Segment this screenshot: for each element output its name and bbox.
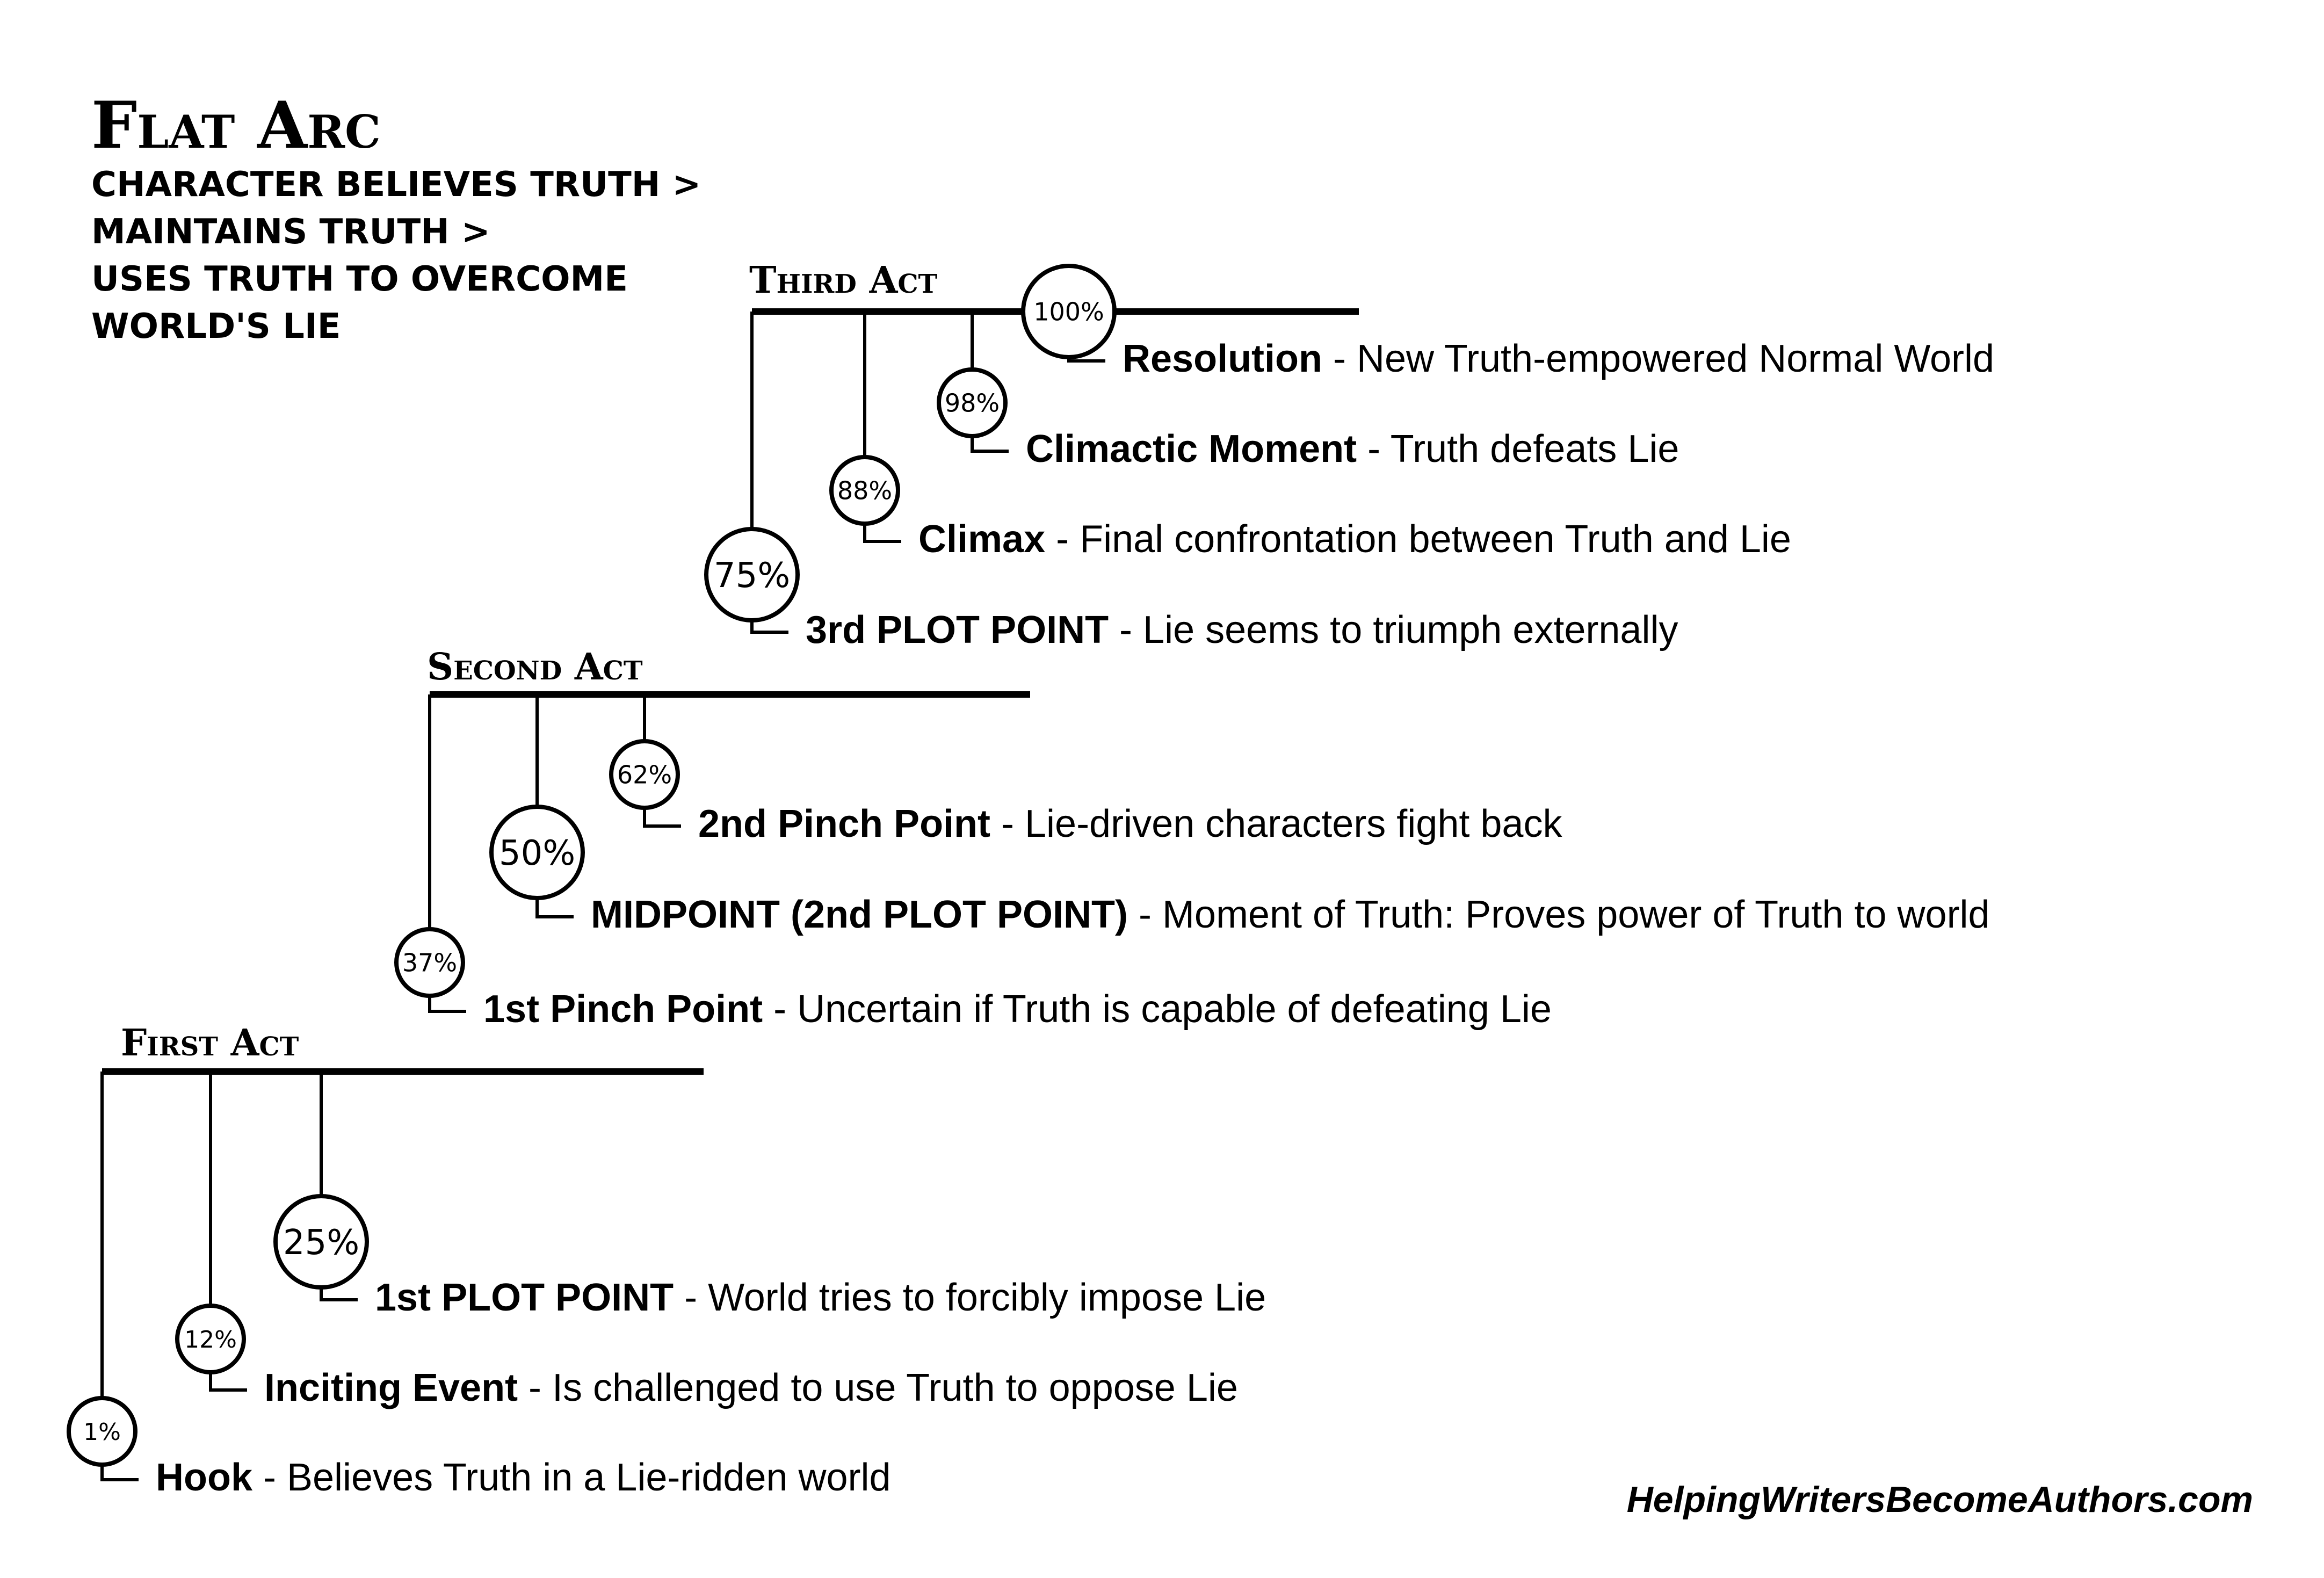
plot-point-text: Climax - Final confrontation between Tru… <box>918 518 1791 561</box>
plot-point-description: - Truth defeats Lie <box>1357 428 1679 470</box>
plot-point-3rd-plot-point: 75% 3rd PLOT POINT - Lie seems to triumph… <box>704 312 1678 652</box>
subtitle-line-4: WORLD'S LIE <box>91 307 341 346</box>
percent-label: 75% <box>714 556 790 596</box>
plot-point-description: - Believes Truth in a Lie-ridden world <box>252 1456 891 1499</box>
plot-point-description: - Is challenged to use Truth to oppose L… <box>518 1366 1238 1409</box>
percent-label: 37% <box>402 949 457 978</box>
connector-elbow <box>320 1287 358 1301</box>
percent-label: 98% <box>945 389 1000 418</box>
percent-circle <box>937 367 1008 438</box>
diagram-title: Flat Arc <box>91 88 381 163</box>
act-label-third-act: Third Act <box>749 259 938 302</box>
plot-point-resolution: 100% Resolution - New Truth-empowered Nor… <box>1021 264 1994 380</box>
plot-point-text: Hook - Believes Truth in a Lie-ridden wo… <box>156 1456 891 1499</box>
percent-circle <box>67 1396 137 1467</box>
plot-point-description: - Uncertain if Truth is capable of defea… <box>763 988 1552 1031</box>
percent-circle <box>489 805 585 900</box>
connector-elbow <box>750 620 788 634</box>
connector-elbow <box>971 436 1009 453</box>
percent-label: 25% <box>283 1223 359 1263</box>
plot-point-1st-plot-point: 25% 1st PLOT POINT - World tries to forci… <box>273 1072 1266 1319</box>
plot-point-name: 1st PLOT POINT <box>375 1276 674 1319</box>
third-act-group: Third Act 75% 3rd PLOT POINT - Lie seems t… <box>704 259 1994 652</box>
percent-label: 50% <box>499 834 575 873</box>
plot-point-description: - World tries to forcibly impose Lie <box>674 1276 1266 1319</box>
percent-label: 1% <box>83 1418 121 1446</box>
plot-point-description: - Lie seems to triumph externally <box>1109 609 1678 652</box>
connector-elbow <box>209 1372 247 1392</box>
plot-point-text: Inciting Event - Is challenged to use Tr… <box>264 1366 1238 1409</box>
percent-label: 100% <box>1033 298 1104 327</box>
percent-circle <box>704 527 800 622</box>
plot-point-hook: 1% Hook - Believes Truth in a Lie-ridden … <box>67 1072 891 1499</box>
percent-circle <box>273 1194 369 1290</box>
plot-point-text: Resolution - New Truth-empowered Normal … <box>1123 337 1994 380</box>
percent-label: 12% <box>184 1326 237 1353</box>
connector-elbow <box>428 996 466 1013</box>
percent-circle <box>829 455 900 526</box>
plot-point-1st-pinch-point: 37% 1st Pinch Point - Uncertain if Truth … <box>394 694 1552 1031</box>
connector-elbow <box>643 808 681 828</box>
act-label-first-act: First Act <box>121 1022 299 1065</box>
plot-point-climactic-moment: 98% Climactic Moment - Truth defeats Lie <box>937 312 1679 470</box>
plot-point-text: MIDPOINT (2nd PLOT POINT) - Moment of Tr… <box>591 893 1990 936</box>
percent-circle <box>1021 264 1117 359</box>
percent-label: 62% <box>617 761 672 790</box>
connector-elbow <box>863 524 901 543</box>
plot-point-name: Resolution <box>1123 337 1322 380</box>
act-label-second-act: Second Act <box>427 646 643 689</box>
plot-point-climax: 88% Climax - Final confrontation between … <box>829 312 1791 561</box>
plot-point-name: 2nd Pinch Point <box>698 802 990 845</box>
subtitle-line-2: mAINTAINS TRUTH > <box>91 212 490 252</box>
plot-point-text: 2nd Pinch Point - Lie-driven characters … <box>698 802 1562 845</box>
plot-point-text: 1st Pinch Point - Uncertain if Truth is … <box>483 988 1552 1031</box>
plot-point-description: - Lie-driven characters fight back <box>990 802 1562 845</box>
percent-circle <box>175 1304 246 1374</box>
second-act-group: Second Act 37% 1st Pinch Point - Uncertain… <box>394 646 1990 1031</box>
plot-point-2nd-pinch-point: 62% 2nd Pinch Point - Lie-driven characte… <box>609 694 1562 845</box>
percent-circle <box>394 927 465 998</box>
plot-point-description: - Final confrontation between Truth and … <box>1045 518 1791 561</box>
plot-point-midpoint-2nd-plot-point: 50% MIDPOINT (2nd PLOT POINT) - Moment of… <box>489 694 1990 936</box>
plot-point-name: Inciting Event <box>264 1366 518 1409</box>
plot-point-name: Climax <box>918 518 1045 561</box>
plot-point-name: MIDPOINT (2nd PLOT POINT) <box>591 893 1128 936</box>
website-footer: HelpingWritersBecomeAuthors.com <box>1627 1479 2253 1520</box>
first-act-group: First Act 1% Hook - Believes Truth in a Li… <box>67 1022 1266 1499</box>
plot-point-inciting-event: 12% Inciting Event - Is challenged to use… <box>175 1072 1238 1409</box>
subtitle-line-1: CHARACTER BELIEVES TRUTH > <box>91 165 701 205</box>
percent-label: 88% <box>837 476 892 505</box>
plot-point-name: 3rd PLOT POINT <box>806 609 1109 652</box>
plot-point-name: Hook <box>156 1456 253 1499</box>
percent-circle <box>609 739 680 810</box>
plot-point-name: 1st Pinch Point <box>483 988 763 1031</box>
plot-point-text: 1st PLOT POINT - World tries to forcibly… <box>375 1276 1266 1319</box>
plot-point-text: 3rd PLOT POINT - Lie seems to triumph ex… <box>806 609 1678 652</box>
connector-elbow <box>535 898 574 918</box>
connector-elbow <box>100 1465 139 1481</box>
subtitle-line-3: USES TRUTH TO OVERCOME <box>91 259 628 299</box>
plot-point-description: - New Truth-empowered Normal World <box>1322 337 1994 380</box>
plot-point-name: Climactic Moment <box>1026 428 1357 470</box>
plot-point-text: Climactic Moment - Truth defeats Lie <box>1026 428 1679 470</box>
plot-point-description: - Moment of Truth: Proves power of Truth… <box>1128 893 1990 936</box>
